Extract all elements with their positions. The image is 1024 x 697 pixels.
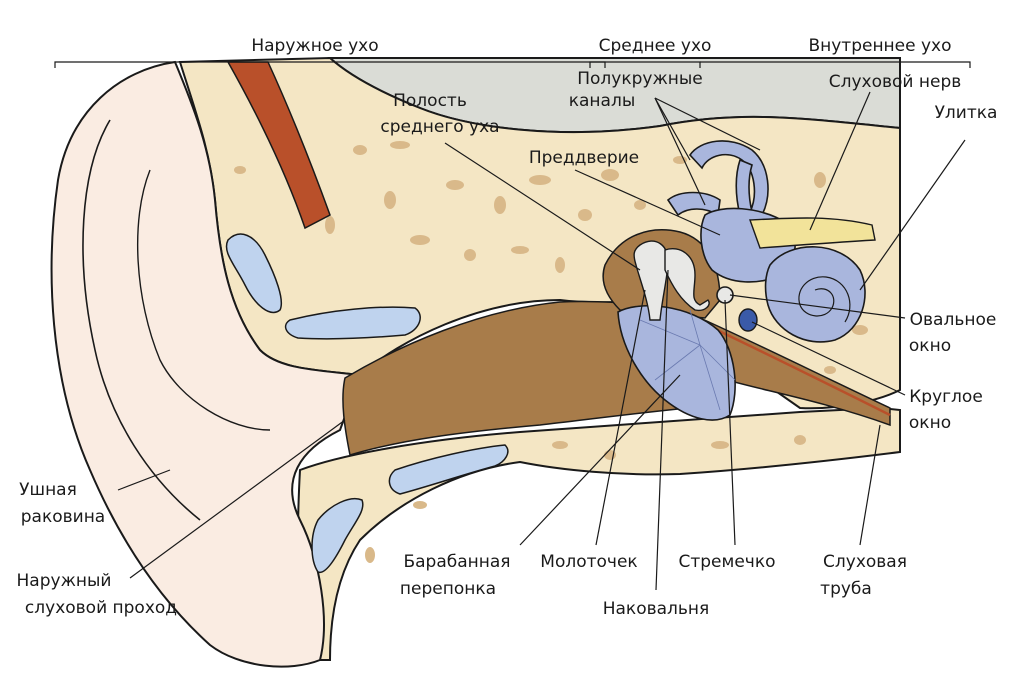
- label-middle-cavity-1: Полость: [393, 91, 467, 111]
- cochlea-shape: [764, 246, 866, 343]
- cartilage-2: [284, 306, 421, 340]
- label-eardrum-1: Барабанная: [403, 552, 510, 572]
- label-cochlea: Улитка: [935, 103, 998, 123]
- label-eustachian-2: труба: [820, 579, 872, 599]
- eustachian-tube-line: [699, 320, 891, 417]
- cartilage-1: [225, 233, 282, 314]
- label-incus: Наковальня: [603, 599, 710, 619]
- label-eustachian-1: Слуховая: [823, 552, 907, 572]
- section-middle-ear: Среднее ухо: [599, 36, 712, 56]
- bracket-outer: [54, 61, 606, 68]
- label-round-window-1: Круглое: [909, 387, 983, 407]
- eardrum-rays: [639, 309, 736, 411]
- label-eardrum-2: перепонка: [400, 579, 496, 599]
- label-vestibule: Преддверие: [529, 148, 639, 168]
- label-malleus: Молоточек: [540, 552, 637, 572]
- section-outer-ear: Наружное ухо: [251, 36, 378, 56]
- label-semicircular-2: каналы: [569, 91, 636, 111]
- label-auricle-2: раковина: [21, 507, 105, 527]
- bracket-inner: [700, 61, 971, 68]
- cochlea-spiral: [798, 276, 851, 323]
- label-oval-window-1: Овальное: [910, 310, 997, 330]
- label-ear-canal-2: слуховой проход: [25, 598, 177, 618]
- cartilage-3: [388, 444, 509, 495]
- leader-lines: [117, 91, 966, 591]
- label-semicircular-1: Полукружные: [577, 69, 703, 89]
- section-inner-ear: Внутреннее ухо: [808, 36, 951, 56]
- label-oval-window-2: окно: [909, 336, 951, 356]
- auricle-shape: [50, 60, 362, 668]
- label-ear-canal-1: Наружный: [17, 571, 112, 591]
- incus-shape: [664, 248, 710, 312]
- auditory-nerve-shape: [749, 217, 876, 249]
- auricle-inner-fold: [136, 169, 271, 431]
- label-auditory-nerve: Слуховой нерв: [829, 72, 962, 92]
- label-middle-cavity-2: среднего уха: [380, 117, 499, 137]
- muscle: [226, 61, 331, 230]
- label-round-window-2: окно: [909, 413, 951, 433]
- bracket-middle: [589, 61, 701, 68]
- label-auricle-1: Ушная: [19, 480, 77, 500]
- round-window-shape: [738, 308, 758, 332]
- label-stapes: Стремечко: [678, 552, 775, 572]
- semicircular-canal-loop-3: [735, 158, 753, 216]
- cartilage-4: [311, 498, 364, 574]
